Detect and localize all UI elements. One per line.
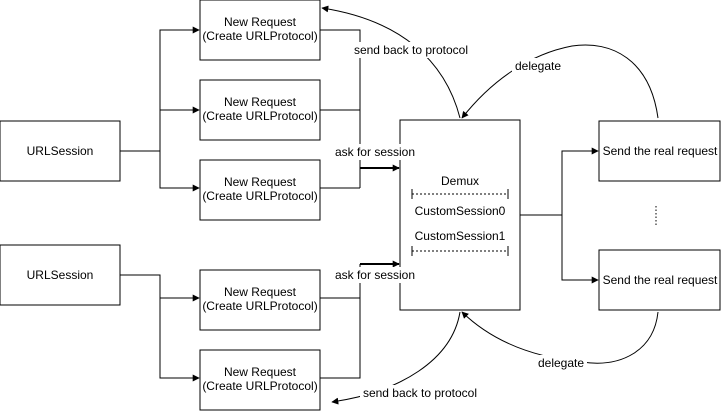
custom-session-0: CustomSession0 <box>415 204 506 218</box>
request-box-5: New Request (Create URLProtocol) <box>199 349 321 411</box>
sender-box-1: Send the real request <box>598 120 721 182</box>
sender-label: Send the real request <box>603 273 718 287</box>
request-title: New Request <box>224 285 297 299</box>
custom-session-1: CustomSession1 <box>415 229 506 243</box>
request-subtitle: (Create URLProtocol) <box>202 109 317 123</box>
request-title: New Request <box>224 15 297 29</box>
send-back-bottom-text: send back to protocol <box>363 386 477 400</box>
ask-session-top-text: ask for session <box>335 145 415 159</box>
urlsession-label: URLSession <box>27 144 94 158</box>
request-title: New Request <box>224 175 297 189</box>
delegate-bottom-text: delegate <box>538 356 584 370</box>
request-title: New Request <box>224 95 297 109</box>
label-delegate-top: delegate <box>512 58 564 74</box>
urlsession-box-1: URLSession <box>0 120 121 182</box>
sender-label: Send the real request <box>603 144 718 158</box>
demux-box: Demux CustomSession0 CustomSession1 <box>399 119 521 311</box>
edge-delegate-top <box>461 44 659 119</box>
edge-requests-top-to-demux <box>320 29 361 189</box>
request-subtitle: (Create URLProtocol) <box>202 189 317 203</box>
edge-demux-to-sender2 <box>561 215 599 284</box>
request-box-3: New Request (Create URLProtocol) <box>199 159 321 221</box>
request-box-2: New Request (Create URLProtocol) <box>199 79 321 141</box>
edge-session1-request3 <box>159 151 200 192</box>
edge-send-back-top <box>321 5 461 119</box>
request-box-4: New Request (Create URLProtocol) <box>199 269 321 331</box>
edge-session1-request1 <box>120 26 200 152</box>
send-back-top-text: send back to protocol <box>354 43 468 57</box>
request-subtitle: (Create URLProtocol) <box>202 29 317 43</box>
label-delegate-bottom: delegate <box>535 355 587 371</box>
request-subtitle: (Create URLProtocol) <box>202 379 317 393</box>
urlsession-box-2: URLSession <box>0 244 121 306</box>
label-send-back-top: send back to protocol <box>351 42 471 58</box>
label-ask-session-bottom: ask for session <box>333 267 417 283</box>
ask-session-bottom-text: ask for session <box>335 268 415 282</box>
edge-send-back-bottom <box>331 311 461 405</box>
urlsession-label: URLSession <box>27 268 94 282</box>
request-box-1: New Request (Create URLProtocol) <box>199 0 321 61</box>
edge-session2-request5 <box>159 298 200 382</box>
demux-title: Demux <box>441 174 479 188</box>
sender-box-2: Send the real request <box>598 249 721 311</box>
label-ask-session-top: ask for session <box>333 144 417 160</box>
edge-session2-request4 <box>120 274 200 302</box>
request-subtitle: (Create URLProtocol) <box>202 299 317 313</box>
delegate-top-text: delegate <box>515 59 561 73</box>
edge-demux-to-senders <box>520 147 599 216</box>
request-title: New Request <box>224 365 297 379</box>
label-send-back-bottom: send back to protocol <box>360 385 480 401</box>
